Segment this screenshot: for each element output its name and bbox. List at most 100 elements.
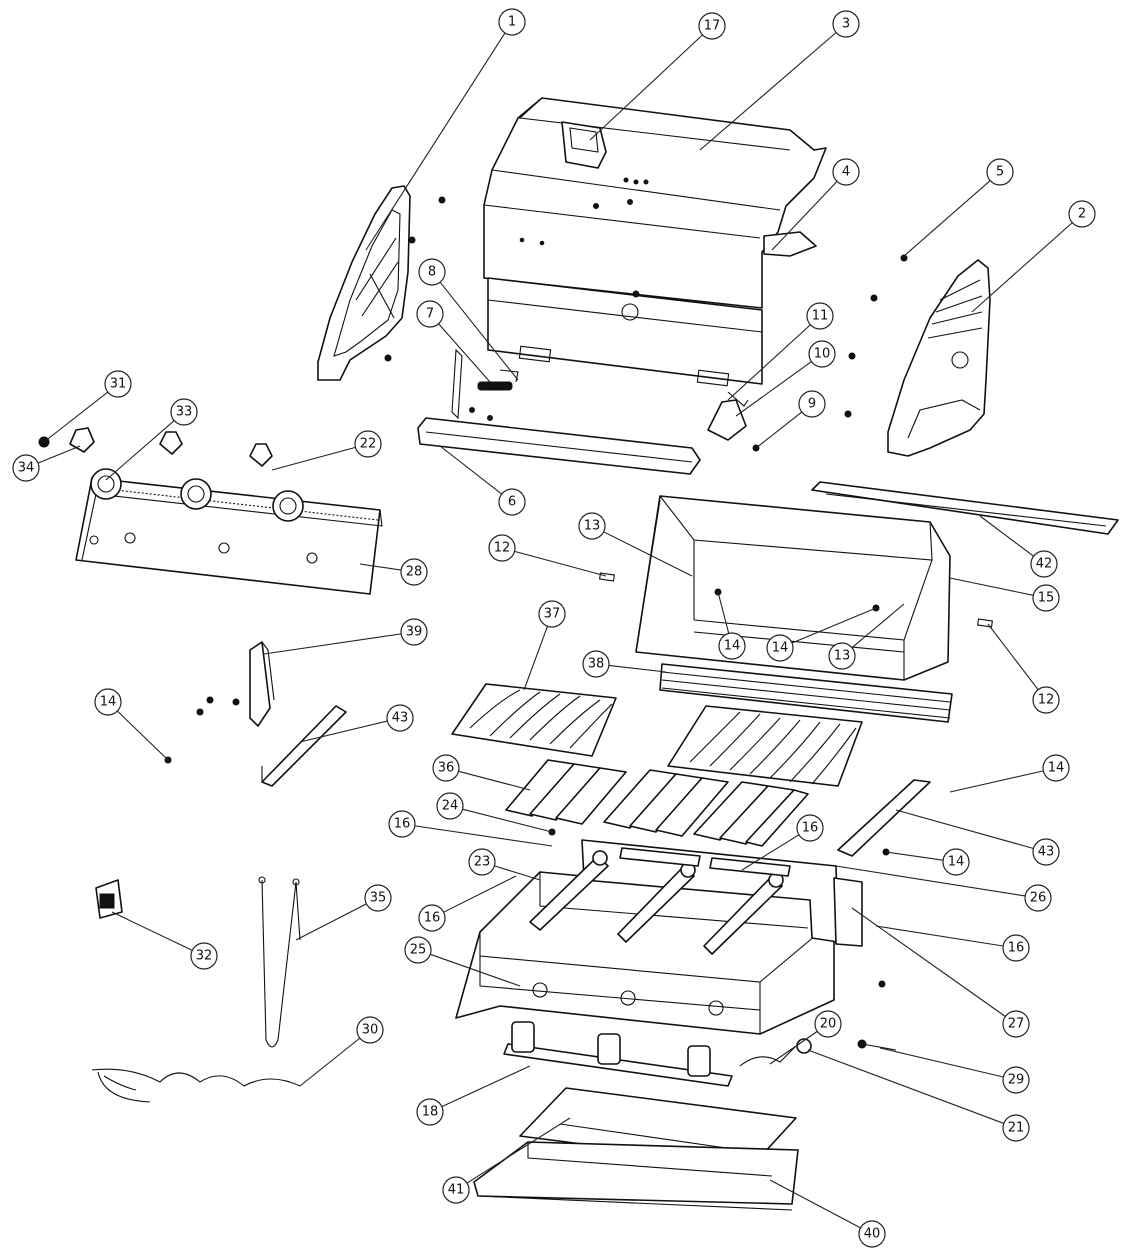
callout-leader [608, 664, 667, 673]
callout-leader [769, 1179, 861, 1229]
callout-number: 29 [1008, 1073, 1025, 1088]
callout-16: 16 [741, 814, 824, 871]
callout-34: 34 [12, 445, 81, 482]
callout-circle [814, 1010, 842, 1038]
callout-leader [263, 633, 402, 655]
callout-33: 33 [105, 398, 198, 481]
callout-leader [699, 32, 837, 151]
callout-circle [498, 8, 526, 36]
callout-leader [438, 323, 491, 383]
callout-number: 38 [588, 657, 605, 672]
callout-number: 31 [110, 377, 127, 392]
callout-circle [416, 1098, 444, 1126]
callout-leader [851, 603, 905, 649]
callout-leader [949, 770, 1044, 793]
callout-circle [808, 340, 836, 368]
callout-22: 22 [271, 430, 382, 471]
callout-number: 16 [394, 817, 411, 832]
callout-circle [442, 1176, 470, 1204]
part-cooking-grates [451, 683, 863, 787]
callout-leader [439, 445, 503, 495]
callout-43: 43 [299, 704, 414, 743]
callout-15: 15 [949, 577, 1060, 612]
callout-number: 24 [442, 799, 459, 814]
part-left-end-cap [317, 185, 411, 381]
part-control-panel [75, 477, 383, 595]
callout-leader [458, 770, 531, 791]
callout-leader [111, 911, 193, 951]
callout-number: 37 [544, 607, 561, 622]
callout-number: 16 [802, 821, 819, 836]
callout-circle [1002, 1010, 1030, 1038]
callout-43: 43 [895, 809, 1060, 866]
callout-number: 39 [406, 625, 423, 640]
callout-circle [698, 12, 726, 40]
part-side-panel [833, 877, 863, 947]
callout-41: 41 [442, 1117, 571, 1204]
callout-17: 17 [589, 12, 726, 141]
callout-13: 13 [578, 512, 693, 577]
callout-32: 32 [111, 911, 218, 970]
callout-number: 23 [474, 855, 491, 870]
callout-number: 41 [448, 1183, 465, 1198]
callout-leader [359, 563, 402, 571]
callout-number: 25 [410, 943, 427, 958]
callout-26: 26 [835, 865, 1052, 912]
callout-number: 8 [428, 265, 436, 280]
callout-leader [851, 907, 1006, 1017]
callout-14: 14 [717, 591, 746, 660]
callout-leader [979, 515, 1034, 557]
callout-number: 4 [842, 165, 850, 180]
callout-29: 29 [879, 1047, 1030, 1094]
callout-circle [1024, 884, 1052, 912]
part-control-knobs [38, 427, 304, 522]
callout-circle [170, 398, 198, 426]
callout-12: 12 [488, 534, 607, 577]
callout-circle [104, 370, 132, 398]
callout-24: 24 [436, 792, 553, 833]
callout-circle [832, 158, 860, 186]
callout-leader [903, 180, 991, 257]
callout-circle [432, 754, 460, 782]
callout-number: 13 [584, 519, 601, 534]
part-rear-rail [811, 481, 1119, 535]
callout-37: 37 [523, 600, 566, 691]
callout-number: 3 [842, 17, 850, 32]
callout-circle [468, 848, 496, 876]
callout-40: 40 [769, 1179, 886, 1248]
part-burner-brackets [619, 847, 791, 877]
callout-circle [354, 430, 382, 458]
callout-circle [404, 936, 432, 964]
callout-number: 43 [1038, 845, 1055, 860]
callout-2: 2 [971, 200, 1096, 313]
callout-16: 16 [388, 810, 553, 847]
callout-circle [386, 704, 414, 732]
callout-circle [436, 792, 464, 820]
callout-number: 21 [1008, 1121, 1025, 1136]
callout-leader [885, 851, 944, 861]
callout-36: 36 [432, 754, 531, 791]
callout-number: 12 [494, 541, 511, 556]
callout-leader [727, 324, 811, 401]
callout-leader [494, 865, 541, 881]
callout-30: 30 [299, 1016, 384, 1087]
callout-1: 1 [365, 8, 526, 251]
callout-leader [414, 825, 553, 847]
callout-38: 38 [582, 650, 667, 678]
callout-leader [299, 1037, 361, 1087]
callout-circle [582, 650, 610, 678]
callout-circle [798, 390, 826, 418]
callout-18: 18 [416, 1065, 531, 1126]
callout-number: 16 [424, 911, 441, 926]
part-ignition-wires [91, 1068, 301, 1103]
callout-leader [791, 607, 877, 644]
callout-14: 14 [94, 688, 169, 761]
callout-leader [755, 411, 803, 449]
callout-circle [832, 10, 860, 38]
callout-number: 42 [1036, 557, 1053, 572]
callout-circle [1030, 550, 1058, 578]
callout-leader [295, 903, 367, 941]
callout-leader [835, 865, 1026, 897]
callout-14: 14 [766, 607, 877, 662]
callout-leader [514, 550, 607, 577]
